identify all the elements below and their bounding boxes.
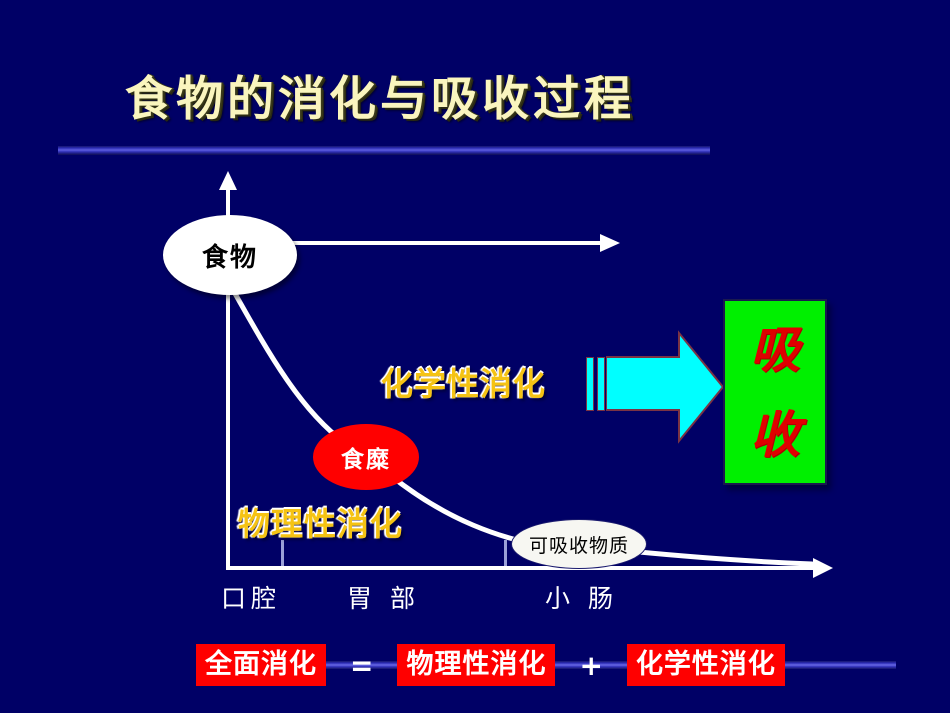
x-axis-label-mouth: 口腔: [221, 584, 282, 613]
arrow-tail-bar-2: [597, 357, 605, 411]
food-flow-arrow-line: [286, 241, 602, 245]
absorption-char-2: 收: [750, 404, 800, 464]
absorption-block-arrow: [585, 330, 725, 445]
y-axis-line: [226, 186, 230, 570]
page-title: 食物的消化与吸收过程: [125, 72, 635, 127]
label-physical-digestion: 物理性消化: [238, 505, 404, 543]
x-axis-line: [226, 566, 818, 570]
equation-operator-plus: +: [579, 648, 603, 682]
x-axis-tick-2: [504, 540, 507, 566]
x-axis-tick-1: [281, 540, 284, 566]
node-chyme-label: 食糜: [341, 447, 391, 473]
x-axis-arrowhead-icon: [813, 558, 833, 578]
equation-row: 全面消化 = 物理性消化 + 化学性消化: [196, 639, 896, 691]
label-chemical-digestion: 化学性消化: [381, 365, 547, 403]
arrow-body-icon: [606, 330, 725, 444]
y-axis-arrowhead-icon: [219, 171, 237, 190]
node-absorbable-label: 可吸收物质: [528, 534, 629, 557]
x-axis-label-small-intestine: 小 肠: [545, 584, 618, 613]
title-divider: [58, 146, 710, 155]
node-food-label: 食物: [201, 242, 258, 273]
x-axis-label-stomach: 胃 部: [347, 584, 420, 613]
node-chyme[interactable]: 食糜: [313, 424, 419, 490]
absorption-box[interactable]: 吸 收: [723, 299, 827, 485]
equation-term-physical[interactable]: 物理性消化: [397, 644, 556, 686]
node-food[interactable]: 食物: [163, 215, 297, 295]
node-absorbable-substance[interactable]: 可吸收物质: [511, 519, 647, 569]
arrow-tail-bar-1: [586, 357, 594, 411]
absorption-char-1: 吸: [750, 319, 800, 379]
equation-term-total[interactable]: 全面消化: [196, 644, 326, 686]
equation-operator-equals: =: [350, 648, 374, 682]
food-flow-arrowhead-icon: [600, 234, 620, 252]
equation-term-chemical[interactable]: 化学性消化: [626, 644, 785, 686]
